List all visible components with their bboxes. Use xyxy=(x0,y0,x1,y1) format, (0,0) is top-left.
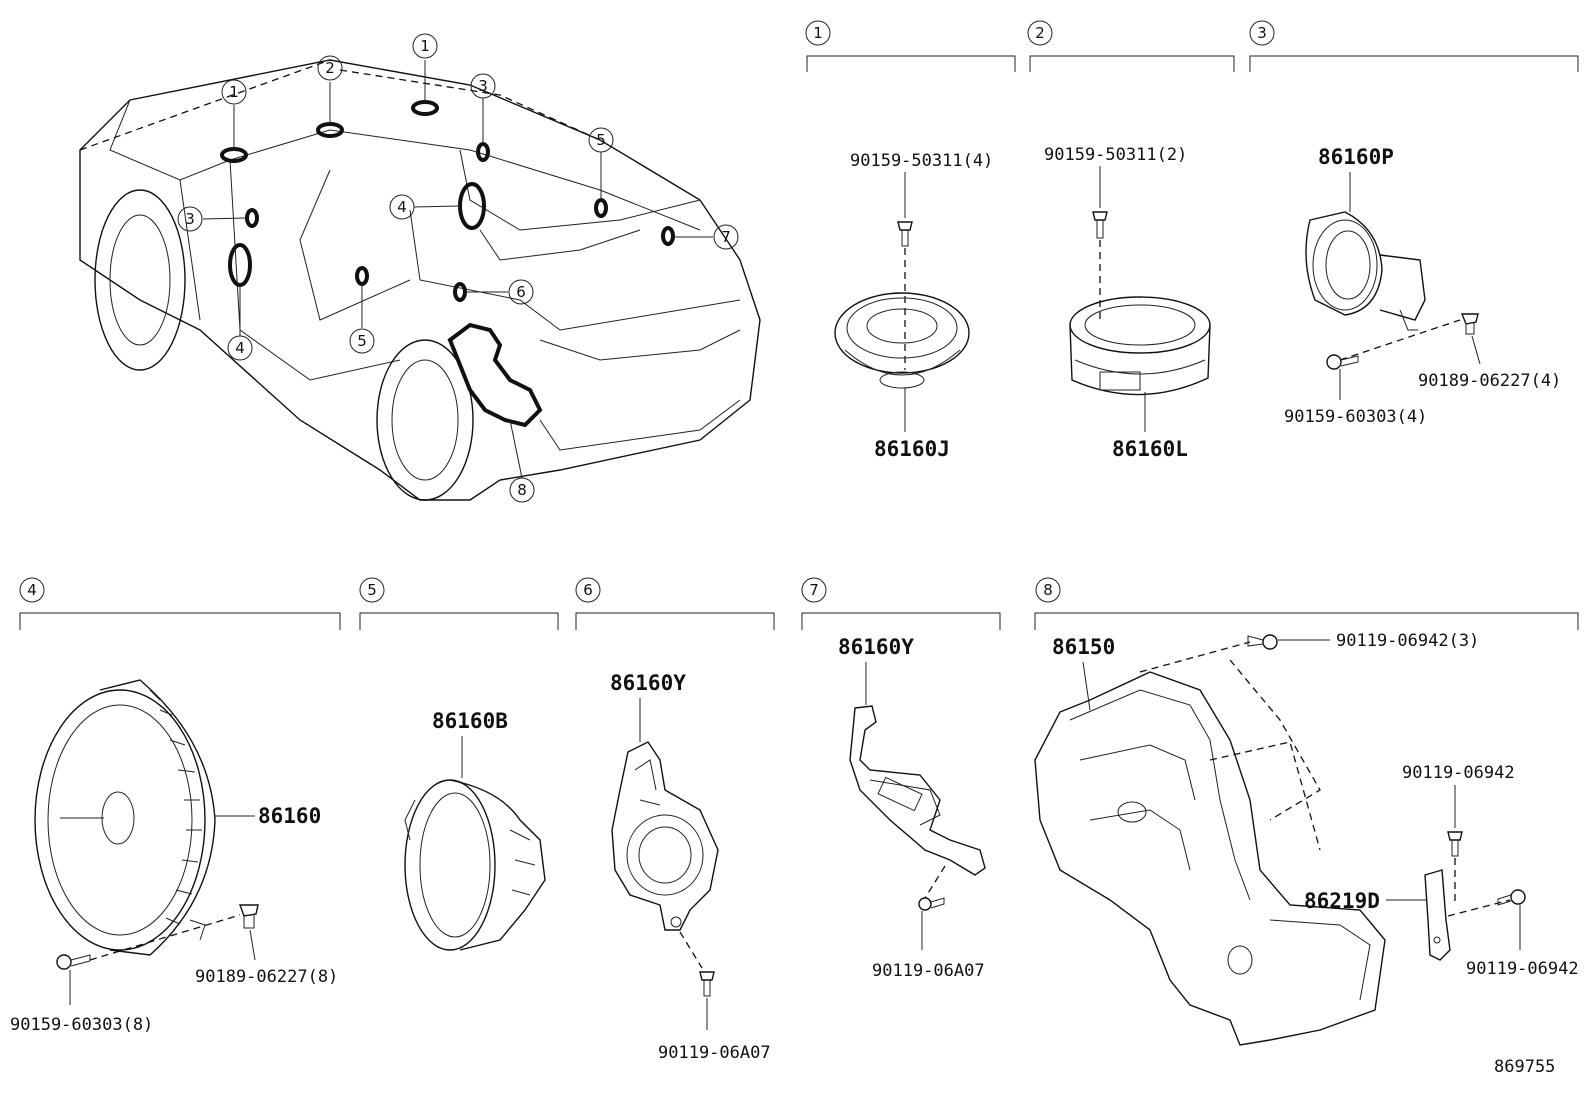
part-number-clip: 90189-06227(8) xyxy=(195,967,338,987)
screw-icon xyxy=(897,221,913,247)
callout-circle xyxy=(713,224,739,250)
part-number-screw: 90119-06A07 xyxy=(872,961,985,981)
part-number-bolt-mid: 90119-06942 xyxy=(1402,763,1515,783)
part-number-bolt-side: 90119-06942 xyxy=(1466,959,1579,979)
callout-circle xyxy=(412,33,438,59)
clip-icon xyxy=(1460,313,1479,335)
callout-circle xyxy=(317,55,343,81)
section-marker-1: 1 xyxy=(813,24,823,42)
part-number: 86160L xyxy=(1112,437,1188,461)
callout-label: 3 xyxy=(478,77,488,95)
part-number-screw: 90159-50311(4) xyxy=(850,151,993,171)
part-number: 86160Y xyxy=(838,635,914,659)
section-headers: 1 2 3 4 5 6 7 8 xyxy=(19,20,1579,630)
section-8: 86150 90119-06942(3) 90119-06942 xyxy=(1034,631,1579,1046)
callout-label: 1 xyxy=(229,83,239,101)
part-number-screw: 90119-06A07 xyxy=(658,1043,771,1063)
tweeter-speaker-icon xyxy=(834,292,970,389)
screw-icon xyxy=(918,897,945,911)
bolt-icon xyxy=(1247,634,1278,650)
section-marker-4: 4 xyxy=(27,581,37,599)
part-number: 86160 xyxy=(258,804,321,828)
part-number-bracket: 86219D xyxy=(1304,889,1380,913)
callout-circle xyxy=(470,73,496,99)
rear-door-speaker-icon xyxy=(404,779,546,951)
part-number-screw: 90159-60303(4) xyxy=(1284,407,1427,427)
callout-circle xyxy=(221,79,247,105)
screw-icon xyxy=(1092,211,1108,239)
section-marker-8: 8 xyxy=(1043,581,1053,599)
callout-label: 1 xyxy=(420,37,430,55)
part-number-clip: 90189-06227(4) xyxy=(1418,371,1561,391)
section-7: 86160Y 90119-06A07 xyxy=(838,635,986,981)
callout-label: 6 xyxy=(516,283,526,301)
section-6: 86160Y 90119-06A07 xyxy=(610,671,771,1063)
section-2: 90159-50311(2) 86160L xyxy=(1044,145,1211,461)
callout-circle xyxy=(588,127,614,153)
section-3: 86160P 90189-06227(4) 90159-60303(4) xyxy=(1284,145,1561,427)
subwoofer-icon xyxy=(1034,671,1386,1046)
callout-label: 3 xyxy=(185,210,195,228)
bolt-icon xyxy=(1447,831,1463,857)
part-number: 86150 xyxy=(1052,635,1115,659)
part-number-screw: 90159-50311(2) xyxy=(1044,145,1187,165)
bolt-icon xyxy=(1497,889,1526,906)
clip-icon xyxy=(239,904,259,929)
section-4: 86160 90189-06227(8) 90159-60303(8) xyxy=(10,679,338,1035)
callout-label: 4 xyxy=(235,339,245,357)
callout-label: 5 xyxy=(357,332,367,350)
callout-circle xyxy=(349,328,375,354)
door-speaker-icon xyxy=(34,679,216,956)
callout-label: 4 xyxy=(397,198,407,216)
part-number: 86160Y xyxy=(610,671,686,695)
center-speaker-icon xyxy=(1305,211,1426,331)
vehicle-illustration xyxy=(79,59,761,501)
bracket-icon xyxy=(1424,869,1451,961)
callout-label: 8 xyxy=(517,481,527,499)
section-5: 86160B xyxy=(404,709,546,951)
rear-speaker-bracket-icon xyxy=(849,705,986,876)
section-marker-3: 3 xyxy=(1257,24,1267,42)
callout-label: 5 xyxy=(596,131,606,149)
part-number: 86160P xyxy=(1318,145,1394,169)
diagram-id: 869755 xyxy=(1494,1057,1555,1077)
section-marker-5: 5 xyxy=(367,581,377,599)
bracket-speaker-icon xyxy=(611,741,719,931)
vehicle-callouts: 1 2 1 3 3 4 4 5 7 5 6 8 xyxy=(177,33,739,503)
callout-label: 2 xyxy=(325,59,335,77)
callout-circle xyxy=(177,206,203,232)
callout-circle xyxy=(509,477,535,503)
callout-circle xyxy=(508,279,534,305)
screw-icon xyxy=(699,971,715,997)
callout-circle xyxy=(227,335,253,361)
part-number: 86160J xyxy=(874,437,950,461)
section-marker-7: 7 xyxy=(809,581,819,599)
section-marker-6: 6 xyxy=(583,581,593,599)
part-number-bolt-top: 90119-06942(3) xyxy=(1336,631,1479,651)
section-marker-2: 2 xyxy=(1035,24,1045,42)
callout-label: 7 xyxy=(721,228,731,246)
midrange-speaker-icon xyxy=(1069,296,1211,396)
screw-icon xyxy=(1326,354,1359,370)
screw-icon xyxy=(56,954,91,970)
part-number-screw: 90159-60303(8) xyxy=(10,1015,153,1035)
section-1: 90159-50311(4) 86160J xyxy=(834,151,993,461)
part-number: 86160B xyxy=(432,709,508,733)
callout-circle xyxy=(389,194,415,220)
